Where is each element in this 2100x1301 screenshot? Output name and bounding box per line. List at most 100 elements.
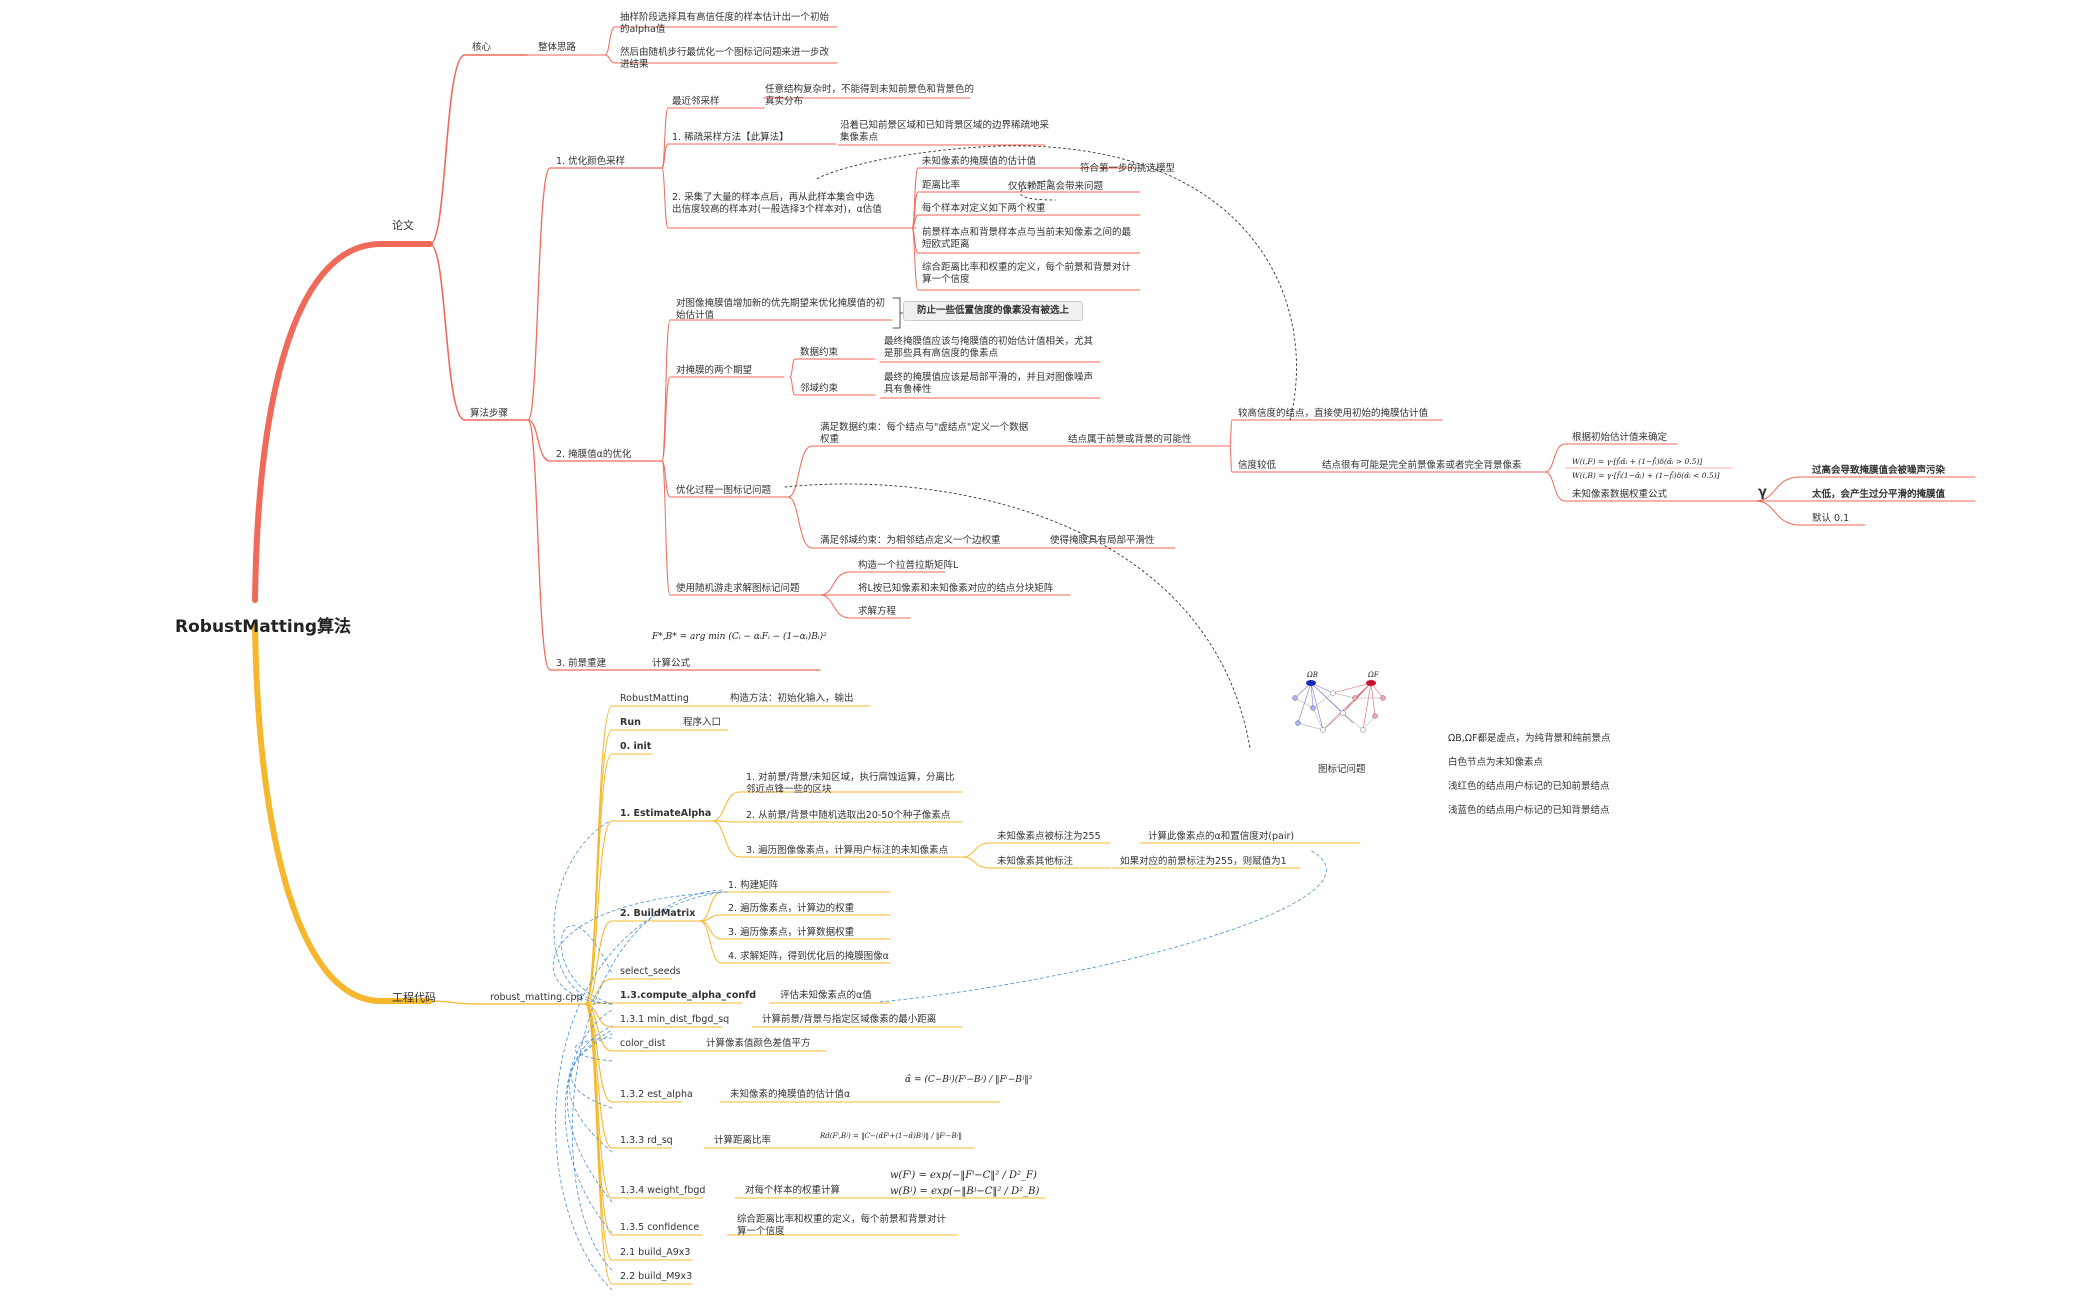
many-item-5[interactable]: 综合距离比率和权重的定义，每个前景和背景对计算一个信度: [922, 262, 1132, 285]
core-item-1[interactable]: 抽样阶段选择具有高信任度的样本估计出一个初始的alpha值: [620, 12, 830, 35]
code-node-4[interactable]: 1. EstimateAlpha: [620, 808, 712, 819]
weight-title[interactable]: 未知像素数据权重公式: [1572, 489, 1668, 500]
nearest-desc[interactable]: 任意结构复杂时，不能得到未知前景色和背景色的真实分布: [765, 84, 975, 107]
graph-node-blue: [1310, 705, 1316, 711]
code-node-desc-2[interactable]: 程序入口: [683, 717, 722, 728]
link-build-4: [699, 920, 891, 964]
wf-formula[interactable]: w(Fⁱ) = exp(−‖Fⁱ−C‖² / D²_F): [890, 1170, 1037, 1181]
code-node-8[interactable]: 1.3.1 min_dist_fbgd_sq: [620, 1014, 730, 1025]
code-node-15[interactable]: 2.2 build_M9x3: [620, 1271, 693, 1282]
code-node-9[interactable]: color_dist: [620, 1038, 666, 1049]
figure-item-2[interactable]: 白色节点为未知像素点: [1448, 757, 1544, 768]
build-item-4[interactable]: 4. 求解矩阵，得到优化后的掩膜图像α: [728, 951, 889, 962]
wb-formula[interactable]: w(Bʲ) = exp(−‖Bʲ−C‖² / D²_B): [890, 1186, 1040, 1197]
rd-formula[interactable]: Rd(Fⁱ,Bʲ) = ‖C−(α̂Fⁱ+(1−α̂)Bʲ)‖ / ‖Fⁱ−Bʲ…: [820, 1132, 962, 1140]
code-node-desc-12[interactable]: 对每个样本的权重计算: [745, 1185, 841, 1196]
build-item-2[interactable]: 2. 遍历像素点，计算边的权重: [728, 903, 855, 914]
low-node[interactable]: 信度较低: [1238, 460, 1277, 471]
code-node-1[interactable]: RobustMatting: [620, 693, 689, 704]
robust-node[interactable]: 1. 稀疏采样方法【此算法】: [672, 132, 789, 143]
code-node-desc-10[interactable]: 未知像素的掩膜值的估计值α: [730, 1089, 851, 1100]
many-item-4[interactable]: 前景样本点和背景样本点与当前未知像素之间的最短欧式距离: [922, 227, 1132, 250]
core-item-2[interactable]: 然后由随机步行最优化一个图标记问题来进一步改进结果: [620, 47, 830, 70]
neigh-c-node[interactable]: 满足邻域约束：为相邻结点定义一个边权重: [820, 535, 1001, 546]
code-node-desc-11[interactable]: 计算距离比率: [714, 1135, 772, 1146]
root-node[interactable]: RobustMatting算法: [175, 617, 352, 637]
rw-item-3[interactable]: 求解方程: [858, 606, 897, 617]
core-node[interactable]: 核心: [472, 42, 492, 53]
s2-init-chip[interactable]: 防止一些低置信度的像素没有被选上: [903, 301, 1083, 321]
nearest-node[interactable]: 最近邻采样: [672, 96, 720, 107]
code-node-14[interactable]: 2.1 build_A9x3: [620, 1247, 691, 1258]
build-item-1[interactable]: 1. 构建矩阵: [728, 880, 779, 891]
estimate-item-1[interactable]: 1. 对前景/背景/未知区域，执行腐蚀运算，分离比邻近点锋一些的区块: [746, 772, 955, 795]
code-node-6[interactable]: select_seeds: [620, 966, 681, 977]
note-distance[interactable]: 仅依赖距离会带来问题: [1008, 181, 1104, 192]
low-rule[interactable]: 根据初始估计值来确定: [1572, 432, 1668, 443]
unknown-other-node[interactable]: 未知像素其他标注: [997, 856, 1074, 867]
data-node[interactable]: 数据约束: [800, 347, 839, 358]
unknown-255-node[interactable]: 未知像素点被标注为255: [997, 831, 1101, 842]
two-node[interactable]: 对掩膜的两个期望: [676, 365, 753, 376]
s3-node[interactable]: 3. 前景重建: [556, 658, 607, 669]
code-node-12[interactable]: 1.3.4 weight_fbgd: [620, 1185, 706, 1196]
s3-child[interactable]: 计算公式: [652, 658, 691, 669]
neigh-c-child[interactable]: 使得掩膜具有局部平滑性: [1050, 535, 1155, 546]
neighbor-desc[interactable]: 最终的掩膜值应该是局部平滑的，并且对图像噪声具有鲁棒性: [884, 372, 1094, 395]
recon-formula[interactable]: F*,B* = arg min (Cᵢ − αᵢFᵢ − (1−αᵢ)Bᵢ)²: [652, 632, 827, 642]
branch-code: [252, 622, 433, 1004]
code-file-node[interactable]: robust_matting.cpp: [490, 992, 583, 1003]
weight-formula-f[interactable]: W(i,F) = γ·[f̂ᵢα̂ᵢ + (1−f̂ᵢ)δ(α̂ᵢ > 0.5)…: [1572, 457, 1703, 466]
unknown-255-desc[interactable]: 计算此像素点的α和置信度对(pair): [1148, 831, 1295, 842]
many-item-2[interactable]: 距离比率: [922, 180, 961, 191]
core-child-node[interactable]: 整体思路: [538, 42, 577, 53]
figure-item-1[interactable]: ΩB,ΩF都是虚点，为纯背景和纯前景点: [1448, 733, 1611, 744]
code-node-13[interactable]: 1.3.5 confidence: [620, 1222, 700, 1233]
figure-caption[interactable]: 图标记问题: [1318, 764, 1366, 775]
estimate-item-2[interactable]: 2. 从前景/背景中随机选取出20-50个种子像素点: [746, 810, 951, 821]
rw-item-1[interactable]: 构造一个拉普拉斯矩阵L: [858, 560, 959, 571]
rw-node[interactable]: 使用随机游走求解图标记问题: [676, 583, 800, 594]
figure-item-4[interactable]: 浅蓝色的结点用户标记的已知背景结点: [1448, 805, 1610, 816]
paper-node[interactable]: 论文: [392, 219, 414, 232]
build-item-3[interactable]: 3. 遍历像素点，计算数据权重: [728, 927, 855, 938]
code-node[interactable]: 工程代码: [392, 991, 436, 1004]
code-node-5[interactable]: 2. BuildMatrix: [620, 908, 696, 919]
gamma-item-3[interactable]: 默认 0.1: [1812, 513, 1850, 524]
gamma-item-1[interactable]: 过高会导致掩膜值会被噪声污染: [1812, 465, 1946, 476]
code-node-2[interactable]: Run: [620, 717, 641, 728]
steps-node[interactable]: 算法步骤: [470, 408, 509, 419]
code-node-11[interactable]: 1.3.3 rd_sq: [620, 1135, 673, 1146]
s1-node[interactable]: 1. 优化颜色采样: [556, 156, 626, 167]
neighbor-node[interactable]: 邻域约束: [800, 383, 839, 394]
low-desc[interactable]: 结点很有可能是完全前景像素或者完全背景像素: [1322, 460, 1522, 471]
figure-item-3[interactable]: 浅红色的结点用户标记的已知前景结点: [1448, 781, 1610, 792]
code-node-desc-9[interactable]: 计算像素值颜色差值平方: [706, 1038, 811, 1049]
weight-formula-b[interactable]: W(i,B) = γ·[f̂ᵢ(1−α̂ᵢ) + (1−f̂ᵢ)δ(α̂ᵢ < …: [1572, 471, 1720, 480]
code-node-desc-8[interactable]: 计算前景/背景与指定区域像素的最小距离: [762, 1014, 937, 1025]
gamma-item-2[interactable]: 太低，会产生过分平滑的掩膜值: [1812, 489, 1946, 500]
s2-node[interactable]: 2. 掩膜值α的优化: [556, 449, 632, 460]
many-node[interactable]: 2. 采集了大量的样本点后，再从此样本集合中选出信度较高的样本对(一般选择3个样…: [672, 192, 882, 215]
est-alpha-formula[interactable]: α̂ = (C−Bʲ)(Fⁱ−Bʲ) / ‖Fⁱ−Bʲ‖²: [905, 1075, 1033, 1085]
many-item-1[interactable]: 未知像素的掩膜值的估计值: [922, 156, 1037, 167]
note-model[interactable]: 符合第一步的挑选模型: [1080, 163, 1176, 174]
data-c-child[interactable]: 结点属于前景或背景的可能性: [1068, 434, 1192, 445]
code-node-desc-13[interactable]: 综合距离比率和权重的定义，每个前景和背景对计算一个信度: [737, 1214, 947, 1237]
code-node-desc-7[interactable]: 评估未知像素点的α值: [780, 990, 872, 1001]
data-desc[interactable]: 最终掩膜值应该与掩膜值的初始估计值相关，尤其是那些具有高信度的像素点: [884, 336, 1094, 359]
code-node-desc-1[interactable]: 构造方法：初始化输入，输出: [730, 693, 854, 704]
high-node[interactable]: 较高信度的结点，直接使用初始的掩膜估计值: [1238, 408, 1429, 419]
s2-init-node[interactable]: 对图像掩膜值增加新的优先期望来优化掩膜值的初始估计值: [676, 298, 886, 321]
data-c-node[interactable]: 满足数据约束：每个结点与"虚结点"定义一个数据权重: [820, 422, 1029, 445]
code-node-10[interactable]: 1.3.2 est_alpha: [620, 1089, 693, 1100]
many-item-3[interactable]: 每个样本对定义如下两个权重: [922, 203, 1046, 214]
code-node-7[interactable]: 1.3.compute_alpha_confd: [620, 990, 757, 1001]
graph-node[interactable]: 优化过程一图标记问题: [676, 485, 772, 496]
code-node-3[interactable]: 0. init: [620, 741, 652, 752]
rw-item-2[interactable]: 将L按已知像素和未知像素对应的结点分块矩阵: [858, 583, 1054, 594]
unknown-other-desc[interactable]: 如果对应的前景标注为255，则赋值为1: [1120, 856, 1287, 867]
estimate-item-3[interactable]: 3. 遍历图像像素点，计算用户标注的未知像素点: [746, 845, 949, 856]
gamma-node[interactable]: γ: [1758, 485, 1767, 500]
robust-desc[interactable]: 沿着已知前景区域和已知背景区域的边界稀疏地采集像素点: [840, 120, 1050, 143]
